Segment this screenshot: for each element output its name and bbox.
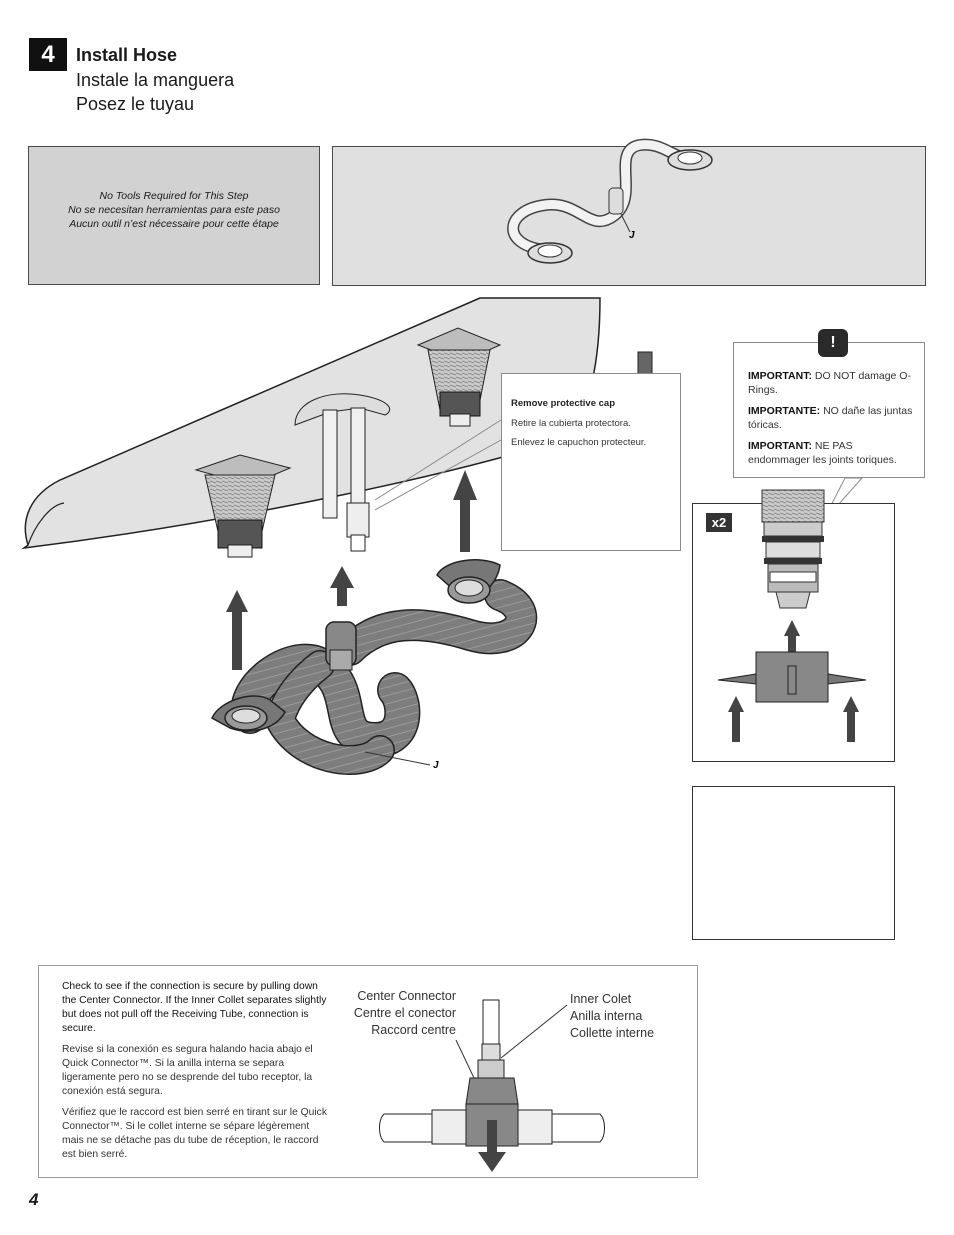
hose-j — [230, 579, 538, 775]
step-number-badge: 4 — [29, 38, 67, 71]
important-fr-text: NE PAS endommager les joints toriques. — [748, 440, 897, 466]
no-tools-panel: No Tools Required for This Step No se ne… — [28, 146, 320, 285]
pull-test-connector — [379, 999, 605, 1172]
valve-right — [416, 327, 502, 427]
important-en-text: DO NOT damage O-Rings. — [748, 370, 911, 396]
spout-shanks — [294, 393, 391, 552]
part-label-thumb: J — [629, 230, 635, 241]
arrow-up-center — [330, 566, 354, 606]
step-titles: Install Hose Instale la manguera Posez l… — [76, 43, 234, 117]
remove-cap-fr: Enlevez le capuchon protecteur. — [511, 437, 647, 448]
remove-cap-en: Remove protective cap — [511, 398, 616, 409]
important-en-label: IMPORTANT: — [748, 370, 812, 382]
title-english: Install Hose — [76, 45, 178, 65]
warning-icon: ! — [818, 329, 848, 357]
center-connector-fr: Raccord centre — [371, 1023, 456, 1037]
hose-thumbnail — [507, 138, 713, 264]
hose-end-right — [436, 559, 501, 604]
check-es: Revise si la conexión es segura halando … — [62, 1044, 313, 1097]
important-es-label: IMPORTANTE: — [748, 405, 821, 417]
arrow-up-left — [226, 590, 248, 670]
receiving-tube-detail — [761, 489, 825, 652]
inner-collet-fr: Collette interne — [570, 1026, 655, 1040]
check-fr: Vérifiez que le raccord est bien serré e… — [62, 1107, 327, 1160]
valve-left — [194, 454, 292, 558]
inner-collet-es: Anilla interna — [570, 1009, 643, 1023]
connected-detail-panel — [692, 786, 895, 940]
hose-center-connector — [325, 621, 357, 671]
remove-cap-es: Retire la cubierta protectora. — [511, 417, 631, 429]
check-en: Check to see if the connection is secure… — [62, 981, 327, 1034]
connector-body-detail — [717, 651, 867, 742]
inner-collet-en: Inner Colet — [570, 992, 632, 1006]
center-connector-label: Center Connector Centre el conector Racc… — [330, 988, 456, 1039]
important-note: IMPORTANT: DO NOT damage O-Rings. IMPORT… — [733, 342, 925, 478]
important-es-text: NO dañe las juntas tóricas. — [748, 405, 913, 431]
arrow-up-right — [453, 470, 477, 552]
title-french: Posez le tuyau — [76, 94, 195, 114]
no-tools-fr: Aucun outil n’est nécessaire pour cette … — [69, 217, 279, 230]
title-spanish: Instale la manguera — [76, 69, 235, 90]
check-instructions: Check to see if the connection is secure… — [62, 980, 330, 1169]
center-connector-en: Center Connector — [357, 989, 456, 1003]
inner-collet-label: Inner Colet Anilla interna Collette inte… — [570, 991, 654, 1042]
no-tools-es: No se necesitan herramientas para este p… — [68, 203, 280, 216]
multiplier-badge: x2 — [706, 513, 732, 532]
center-connector-es: Centre el conector — [353, 1006, 456, 1020]
important-fr-label: IMPORTANT: — [748, 440, 812, 452]
remove-cap-note: Remove protective cap Retire la cubierta… — [501, 373, 681, 551]
no-tools-en: No Tools Required for This Step — [99, 189, 249, 202]
hose-end-left — [211, 695, 286, 732]
part-label-main: J — [433, 760, 439, 771]
page-number: 4 — [29, 1190, 39, 1209]
